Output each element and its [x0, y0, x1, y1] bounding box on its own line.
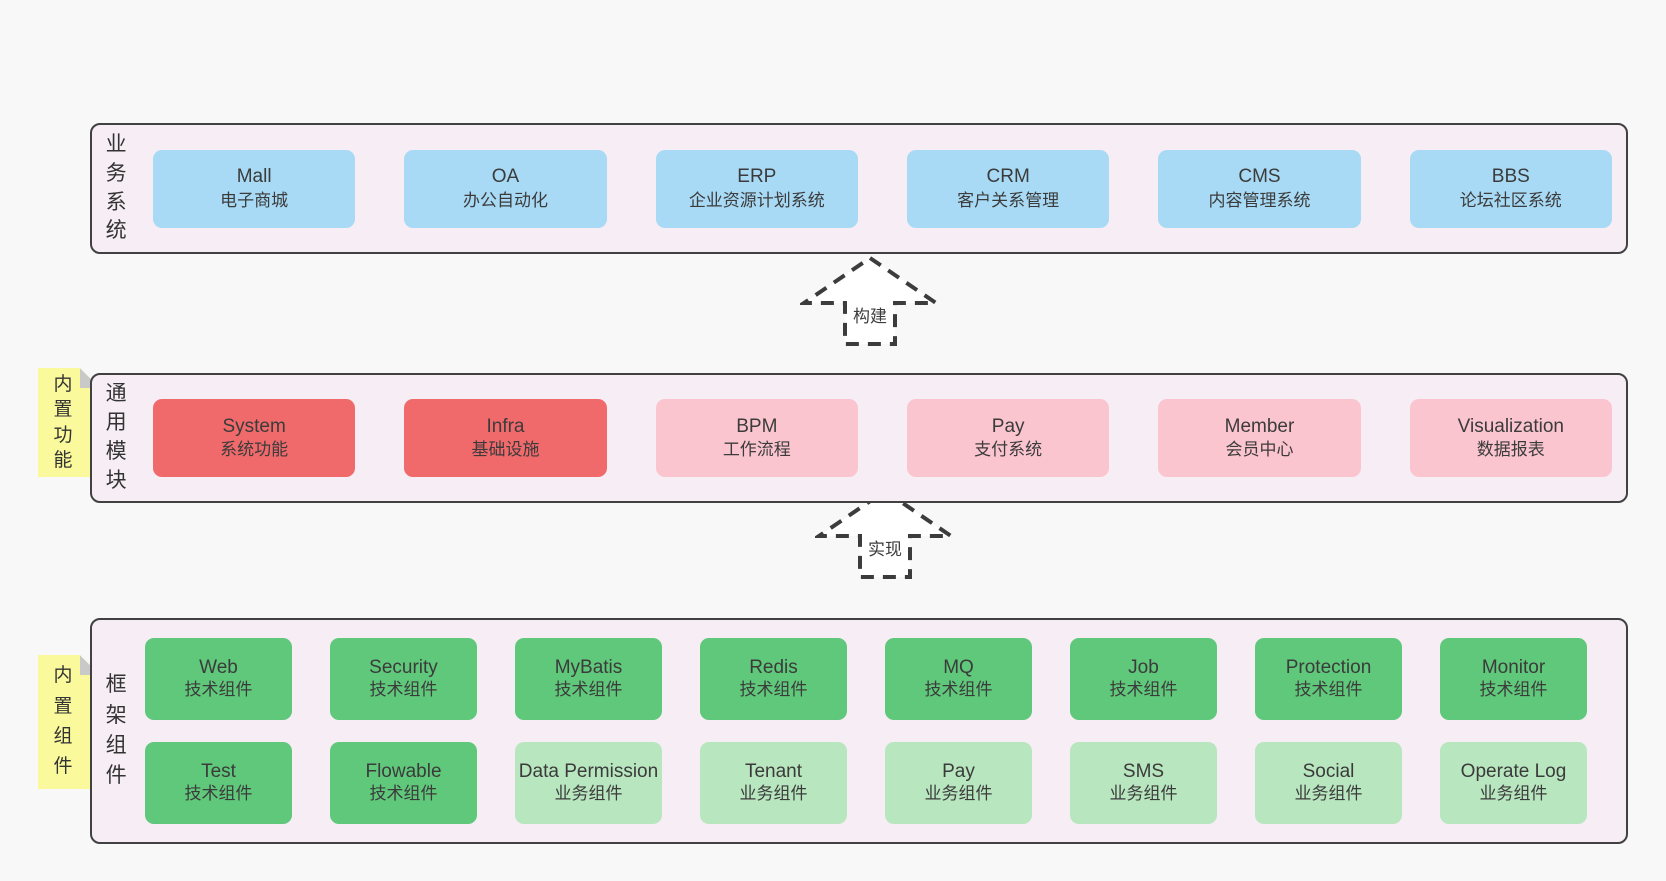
box-bbs: BBS 论坛社区系统	[1409, 149, 1612, 228]
modules-box-row: System 系统功能 Infra 基础设施 BPM 工作流程 Pay 支付系统…	[153, 375, 1612, 501]
arrow-implement-label: 实现	[868, 540, 902, 559]
panel-business-systems: 业务系统 Mall 电子商城 OA 办公自动化 ERP 企业资源计划系统 CRM…	[90, 123, 1628, 254]
box-pay-component: Pay 业务组件	[885, 742, 1032, 824]
box-flowable: Flowable 技术组件	[330, 742, 477, 824]
box-tenant: Tenant 业务组件	[700, 742, 847, 824]
box-data-permission: Data Permission 业务组件	[515, 742, 662, 824]
panel-modules-label: 通用模块	[105, 382, 127, 492]
box-cms: CMS 内容管理系统	[1158, 149, 1361, 228]
box-mall: Mall 电子商城	[153, 149, 356, 228]
note-builtin-components: 内置组件	[38, 655, 100, 789]
panel-framework-components: 框架组件 Web 技术组件 Security 技术组件 MyBatis 技术组件…	[90, 618, 1628, 844]
box-social: Social 业务组件	[1255, 742, 1402, 824]
business-box-row: Mall 电子商城 OA 办公自动化 ERP 企业资源计划系统 CRM 客户关系…	[153, 125, 1612, 252]
box-pay-module: Pay 支付系统	[906, 399, 1110, 477]
note-label: 内置功能	[53, 374, 73, 471]
box-security: Security 技术组件	[330, 638, 477, 720]
box-visualization: Visualization 数据报表	[1409, 399, 1612, 477]
box-mybatis: MyBatis 技术组件	[515, 638, 662, 720]
box-web: Web 技术组件	[145, 638, 292, 720]
box-test: Test 技术组件	[145, 742, 292, 824]
box-operate-log: Operate Log 业务组件	[1440, 742, 1587, 824]
note-label: 内置组件	[53, 665, 73, 778]
components-box-grid: Web 技术组件 Security 技术组件 MyBatis 技术组件 Redi…	[145, 620, 1587, 842]
box-bpm: BPM 工作流程	[655, 399, 858, 477]
box-sms: SMS 业务组件	[1070, 742, 1217, 824]
components-row-2: Test 技术组件 Flowable 技术组件 Data Permission …	[145, 742, 1587, 824]
components-row-1: Web 技术组件 Security 技术组件 MyBatis 技术组件 Redi…	[145, 638, 1587, 720]
panel-components-label: 框架组件	[105, 673, 127, 788]
box-member: Member 会员中心	[1158, 399, 1361, 477]
panel-common-modules: 通用模块 System 系统功能 Infra 基础设施 BPM 工作流程 Pay…	[90, 373, 1628, 503]
box-crm: CRM 客户关系管理	[906, 149, 1110, 228]
box-system: System 系统功能	[153, 399, 356, 477]
note-builtin-features: 内置功能	[38, 368, 100, 477]
box-protection: Protection 技术组件	[1255, 638, 1402, 720]
box-infra: Infra 基础设施	[404, 399, 607, 477]
arrow-up-build-icon: 构建	[800, 254, 940, 346]
box-mq: MQ 技术组件	[885, 638, 1032, 720]
box-job: Job 技术组件	[1070, 638, 1217, 720]
box-redis: Redis 技术组件	[700, 638, 847, 720]
arrow-build-label: 构建	[853, 307, 887, 326]
panel-business-label: 业务系统	[105, 132, 127, 243]
box-erp: ERP 企业资源计划系统	[655, 149, 858, 228]
arrow-up-implement-icon: 实现	[815, 487, 955, 579]
box-oa: OA 办公自动化	[404, 149, 607, 228]
box-monitor: Monitor 技术组件	[1440, 638, 1587, 720]
